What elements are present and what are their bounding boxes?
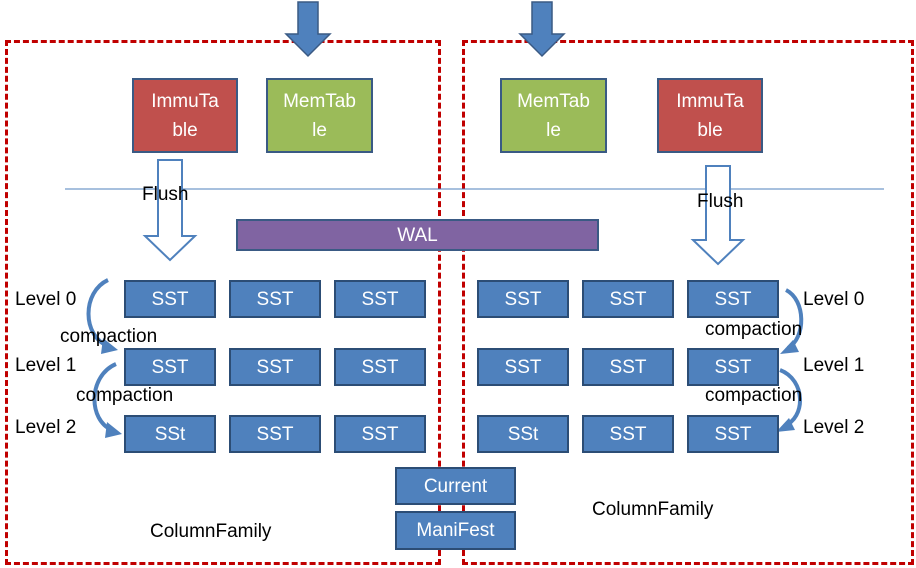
left-sst-l2-3: SST — [334, 415, 426, 453]
wal-log: WAL — [236, 219, 599, 251]
left-level-1-label: Level 1 — [15, 355, 77, 376]
left-compaction-label-1: compaction — [60, 326, 158, 347]
left-sst-l0-3: SST — [334, 280, 426, 318]
left-compaction-arrowhead-1 — [101, 338, 118, 354]
left-sst-l1-2: SST — [229, 348, 321, 386]
right-compaction-label-2: compaction — [705, 385, 803, 406]
left-level-2-label: Level 2 — [15, 417, 77, 438]
right-compaction-arrowhead-1 — [780, 340, 799, 354]
right-sst-l2-2: SST — [582, 415, 674, 453]
left-sst-l1-3: SST — [334, 348, 426, 386]
right-level-0-label: Level 0 — [803, 289, 865, 310]
right-sst-l0-3: SST — [687, 280, 779, 318]
right-column-family-label: ColumnFamily — [592, 499, 714, 520]
left-flush-arrow — [142, 159, 198, 262]
right-sst-l2-1: SSt — [477, 415, 569, 453]
right-compaction-label-1: compaction — [705, 319, 803, 340]
right-sst-l1-1: SST — [477, 348, 569, 386]
right-level-2-label: Level 2 — [803, 417, 865, 438]
left-sst-l2-1: SSt — [124, 415, 216, 453]
right-compaction-arrowhead-2 — [776, 418, 795, 432]
left-level-0-label: Level 0 — [15, 289, 77, 310]
left-compaction-arrow-1 — [86, 278, 109, 348]
left-memtable: MemTab le — [266, 78, 373, 153]
right-level-1-label: Level 1 — [803, 355, 865, 376]
left-write-arrow — [284, 1, 332, 58]
current-file: Current — [395, 467, 516, 505]
right-immutable-memtable: ImmuTa ble — [657, 78, 763, 153]
left-sst-l1-1: SST — [124, 348, 216, 386]
right-flush-label: Flush — [697, 191, 744, 212]
left-column-family-region — [5, 40, 441, 565]
left-sst-l0-2: SST — [229, 280, 321, 318]
left-compaction-arrowhead-2 — [105, 422, 122, 438]
right-sst-l2-3: SST — [687, 415, 779, 453]
left-compaction-label-2: compaction — [76, 385, 174, 406]
manifest-file: ManiFest — [395, 511, 516, 550]
left-sst-l0-1: SST — [124, 280, 216, 318]
right-sst-l1-3: SST — [687, 348, 779, 386]
right-sst-l0-2: SST — [582, 280, 674, 318]
left-sst-l2-2: SST — [229, 415, 321, 453]
right-memtable: MemTab le — [500, 78, 607, 153]
right-flush-arrow — [690, 165, 746, 266]
right-sst-l0-1: SST — [477, 280, 569, 318]
right-sst-l1-2: SST — [582, 348, 674, 386]
right-column-family-region — [462, 40, 914, 565]
left-compaction-arrow-2 — [92, 362, 117, 432]
right-write-arrow — [518, 1, 566, 58]
left-flush-label: Flush — [142, 184, 189, 205]
left-column-family-label: ColumnFamily — [150, 521, 272, 542]
left-immutable-memtable: ImmuTa ble — [132, 78, 238, 153]
